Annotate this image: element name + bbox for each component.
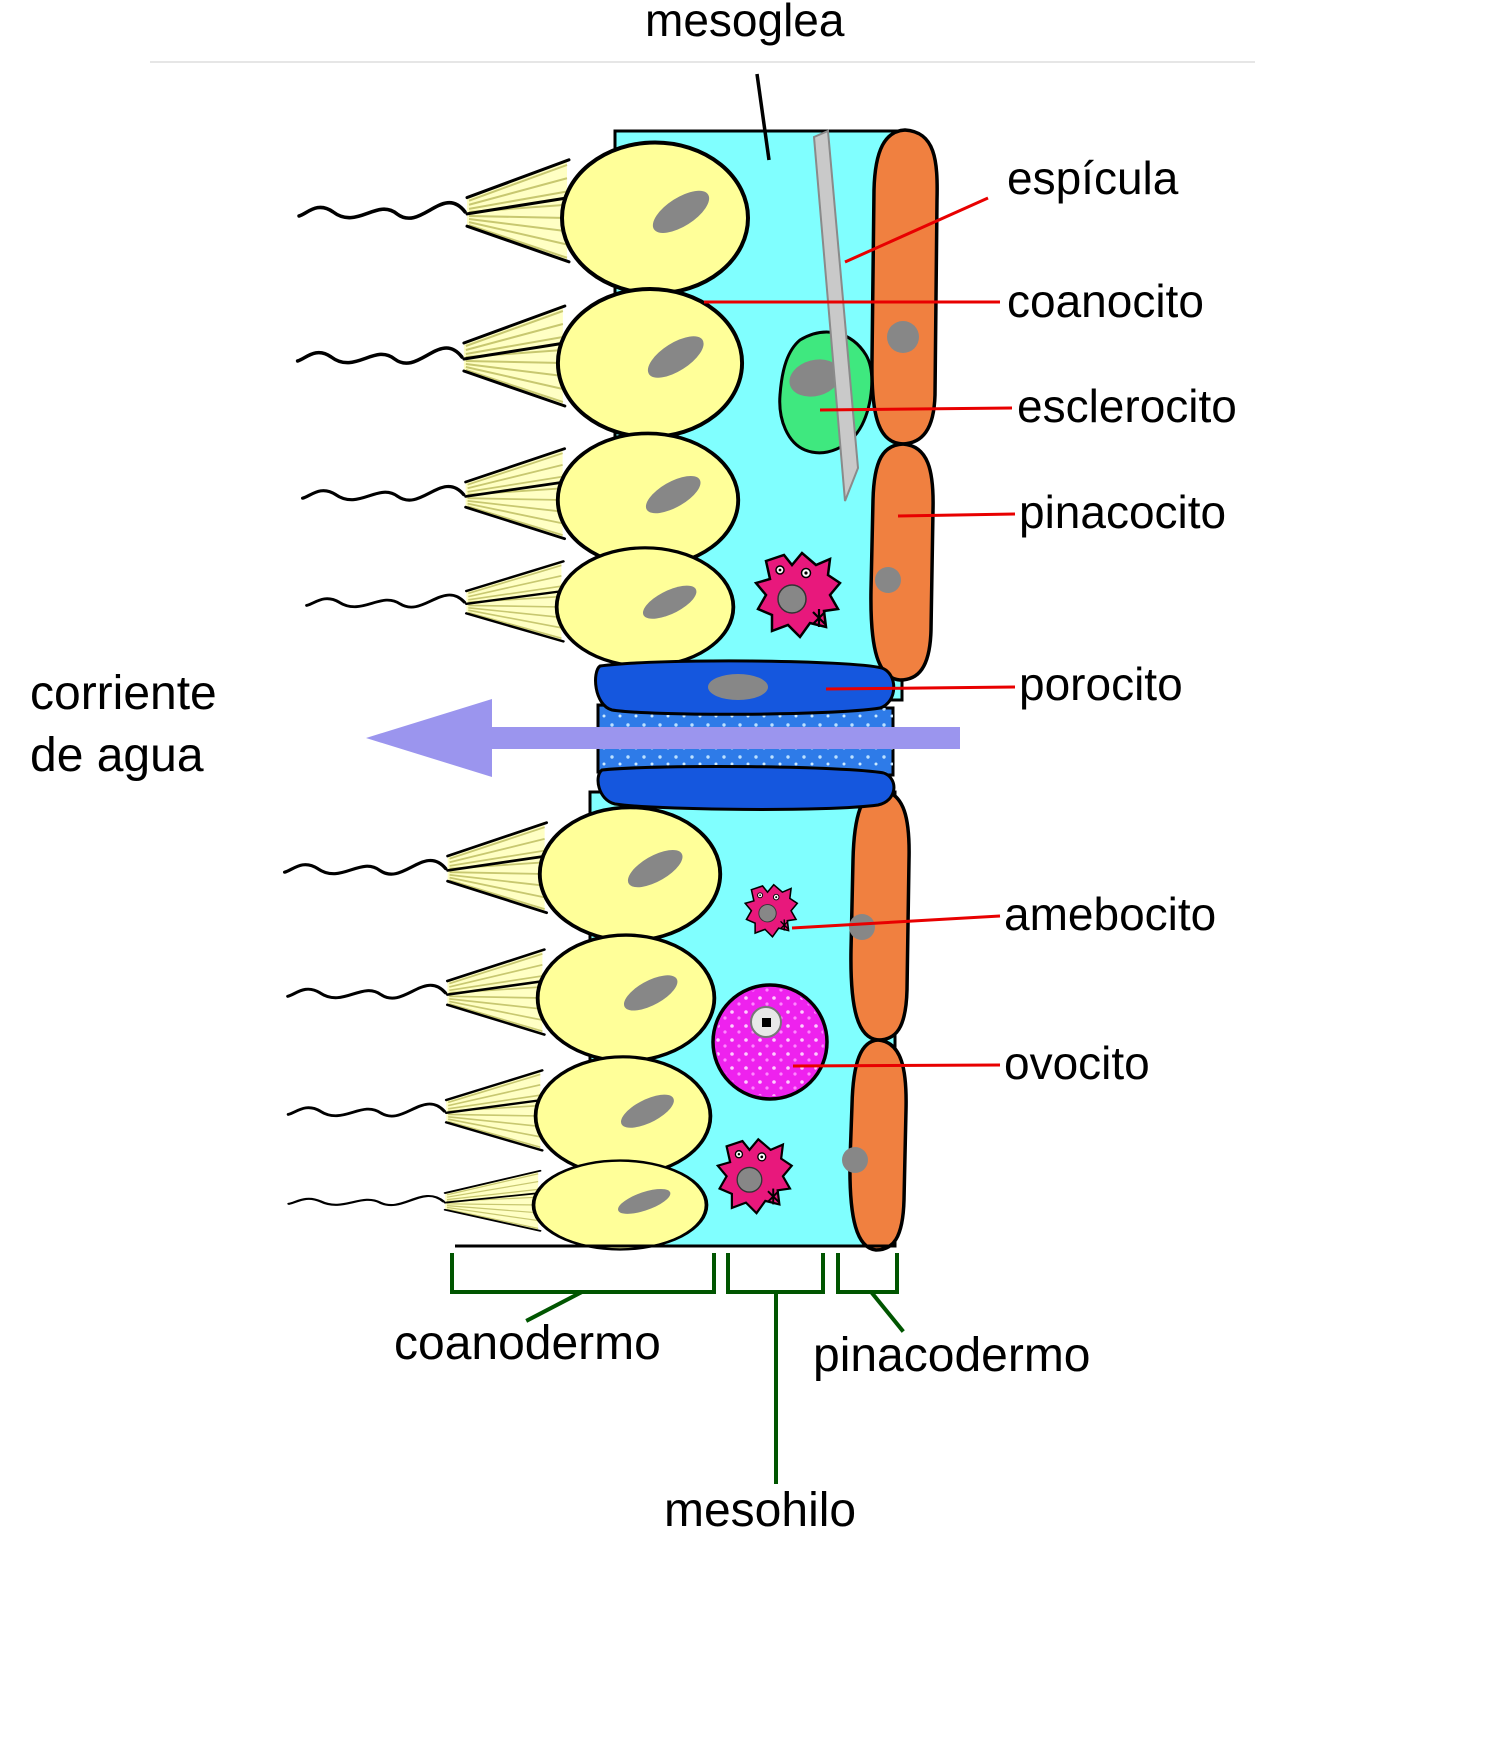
coanodermo-guide-line (525, 1290, 583, 1323)
pinacocyte-nucleus (887, 321, 919, 353)
pinacocito-leader-line (897, 512, 1016, 518)
pinacocyte-cell (848, 1038, 908, 1252)
choanocyte-unit (282, 805, 723, 943)
label-porocito: porocito (1019, 658, 1183, 710)
label-corriente-line2: de agua (30, 729, 204, 782)
pinacocyte-cell (870, 128, 939, 446)
pinacocyte-nucleus (842, 1147, 868, 1173)
espicula-leader-line (844, 196, 989, 264)
oocyte-nucleolus (762, 1018, 771, 1027)
porocyte-lower-lip (596, 764, 896, 811)
label-espicula: espícula (1007, 152, 1179, 204)
label-pinacodermo: pinacodermo (813, 1329, 1091, 1382)
label-ovocito: ovocito (1004, 1037, 1150, 1089)
choanocyte-unit (304, 545, 736, 669)
pinacodermo-guide-line (869, 1290, 905, 1333)
label-corriente-line1: corriente (30, 667, 217, 720)
label-mesohilo: mesohilo (664, 1484, 857, 1537)
choanocyte-unit (286, 1054, 713, 1178)
amebocito-leader-line (791, 914, 1001, 930)
ovocito-leader-line (792, 1063, 1001, 1068)
water-current-arrow (366, 699, 960, 777)
choanocyte-unit (299, 143, 748, 294)
porocyte-nucleus (708, 674, 768, 700)
sclerocyte-nucleus (789, 359, 841, 397)
label-mesoglea: mesoglea (645, 0, 845, 46)
label-coanodermo: coanodermo (394, 1317, 661, 1370)
pinacocyte-nucleus (875, 567, 901, 593)
oocyte-speckles (716, 988, 824, 1096)
esclerocito-leader-line (819, 406, 1013, 412)
porocito-leader-line (825, 685, 1016, 691)
label-amebocito: amebocito (1004, 888, 1217, 940)
pinacocyte-nucleus (849, 914, 875, 940)
label-esclerocito: esclerocito (1017, 380, 1237, 432)
mesoglea-pointer-line (755, 73, 771, 161)
choanocyte-unit (300, 431, 741, 569)
choanocyte-unit (295, 287, 745, 439)
label-coanocito: coanocito (1007, 275, 1204, 327)
choanocyte-unit (287, 1158, 709, 1252)
label-pinacocito: pinacocito (1019, 486, 1227, 538)
choanocyte-unit (285, 933, 717, 1063)
pinacodermo-bracket (836, 1253, 899, 1294)
mesohilo-bracket (726, 1253, 825, 1294)
coanodermo-bracket (450, 1253, 716, 1294)
pinacocyte-cell (869, 442, 935, 682)
